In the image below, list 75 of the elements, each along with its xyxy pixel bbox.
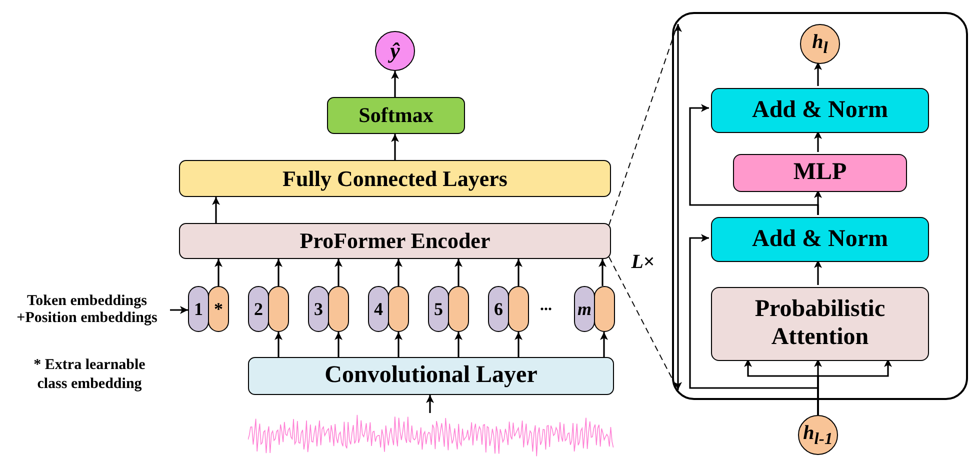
process-box bbox=[711, 88, 929, 133]
process-box bbox=[711, 287, 929, 361]
process-box bbox=[179, 160, 611, 197]
arrow bbox=[394, 259, 402, 286]
box-label: 3 bbox=[314, 298, 323, 320]
token-embedding-pill bbox=[428, 286, 449, 332]
box-label: 4 bbox=[374, 298, 383, 320]
arrow bbox=[170, 306, 188, 314]
box-label: 6 bbox=[494, 298, 503, 320]
arrow bbox=[454, 332, 462, 357]
box-label: m bbox=[577, 298, 592, 320]
box-label: Probabilistic Attention bbox=[754, 296, 886, 352]
box-label: ProFormer Encoder bbox=[300, 228, 490, 254]
position-embedding-pill bbox=[594, 286, 615, 332]
arrow bbox=[391, 134, 399, 160]
token-embedding-pill bbox=[308, 286, 329, 332]
arrow bbox=[426, 395, 434, 413]
box-label: 2 bbox=[254, 298, 263, 320]
arrow bbox=[274, 332, 282, 357]
arrow bbox=[274, 259, 282, 286]
dashed-line bbox=[608, 256, 678, 388]
token-embedding-pill bbox=[188, 286, 209, 332]
arrow bbox=[514, 332, 522, 357]
box-label: MLP bbox=[793, 159, 847, 187]
box-label: 5 bbox=[434, 298, 443, 320]
signal-waveform-drawing bbox=[248, 413, 614, 457]
state-circle bbox=[798, 415, 838, 455]
token-embedding-pill bbox=[574, 286, 595, 332]
arrow bbox=[689, 234, 819, 415]
process-box bbox=[711, 217, 929, 262]
process-box bbox=[733, 154, 907, 192]
position-embedding-pill bbox=[268, 286, 289, 332]
output-circle bbox=[375, 31, 415, 71]
position-embedding-pill bbox=[208, 286, 229, 332]
ellipsis-label: ... bbox=[539, 296, 553, 316]
arrow bbox=[334, 332, 342, 357]
box-label: Softmax bbox=[358, 103, 434, 128]
position-embedding-pill bbox=[508, 286, 529, 332]
arrow bbox=[814, 260, 822, 285]
arrow bbox=[454, 259, 462, 286]
token-embedding-pill bbox=[248, 286, 269, 332]
arrow bbox=[600, 332, 608, 357]
arrow bbox=[334, 259, 342, 286]
position-embedding-pill bbox=[388, 286, 409, 332]
box-label: Token embeddings +Position embeddings bbox=[16, 292, 158, 328]
box-label: Add & Norm bbox=[752, 96, 888, 124]
encoder-block-panel bbox=[672, 12, 968, 400]
token-embedding-pill bbox=[488, 286, 509, 332]
arrow bbox=[514, 259, 522, 286]
arrow bbox=[689, 104, 819, 215]
process-box bbox=[179, 223, 611, 259]
process-box bbox=[248, 357, 614, 395]
box-label: h$_{l-1}$ bbox=[803, 422, 833, 448]
box-label: Add & Norm bbox=[752, 226, 888, 254]
token-embedding-pill bbox=[368, 286, 389, 332]
box-label: * bbox=[214, 298, 223, 320]
arrow bbox=[814, 62, 822, 86]
arrow bbox=[814, 131, 822, 152]
position-embedding-pill bbox=[328, 286, 349, 332]
box-label: Convolutional Layer bbox=[324, 362, 538, 390]
box-label: ŷ bbox=[390, 38, 400, 64]
position-embedding-pill bbox=[448, 286, 469, 332]
repeat-count-label: L× bbox=[630, 250, 656, 275]
footnote-text: * Extra learnable class embedding bbox=[32, 356, 146, 394]
box-label: Fully Connected Layers bbox=[282, 166, 508, 192]
box-label: 1 bbox=[194, 298, 203, 320]
arrow bbox=[598, 259, 606, 286]
dashed-line bbox=[608, 26, 678, 226]
arrow bbox=[394, 332, 402, 357]
process-box bbox=[327, 97, 465, 134]
arrow bbox=[214, 259, 222, 286]
arrow bbox=[391, 71, 399, 97]
state-circle bbox=[800, 24, 840, 64]
box-label: h$_{l}$ bbox=[812, 30, 828, 58]
arrow bbox=[212, 197, 220, 223]
